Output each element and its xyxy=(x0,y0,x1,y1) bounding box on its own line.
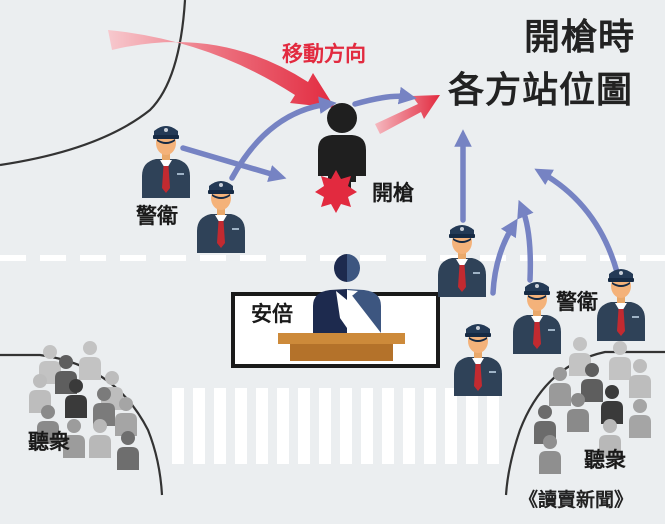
audience-label-right: 聽衆 xyxy=(584,448,626,472)
title-line2: 各方站位圖 xyxy=(448,70,634,111)
audience-label-left: 聽衆 xyxy=(28,430,70,454)
shooter-label: 開槍 xyxy=(372,181,414,205)
muzzle-flash-icon xyxy=(315,170,357,213)
source-label: 《讀賣新聞》 xyxy=(519,489,634,511)
guards-label-right: 警衛 xyxy=(556,290,598,314)
abe-icon xyxy=(313,254,381,333)
title-line1: 開槍時 xyxy=(524,17,636,58)
podium-icon xyxy=(278,333,405,361)
guards-label-left: 警衛 xyxy=(136,204,178,228)
abe-label: 安倍 xyxy=(251,302,293,326)
movement-arrow-small xyxy=(375,95,440,134)
movement-arrow xyxy=(108,30,335,108)
guard-arrows xyxy=(180,86,620,296)
movement-label: 移動方向 xyxy=(282,42,366,66)
